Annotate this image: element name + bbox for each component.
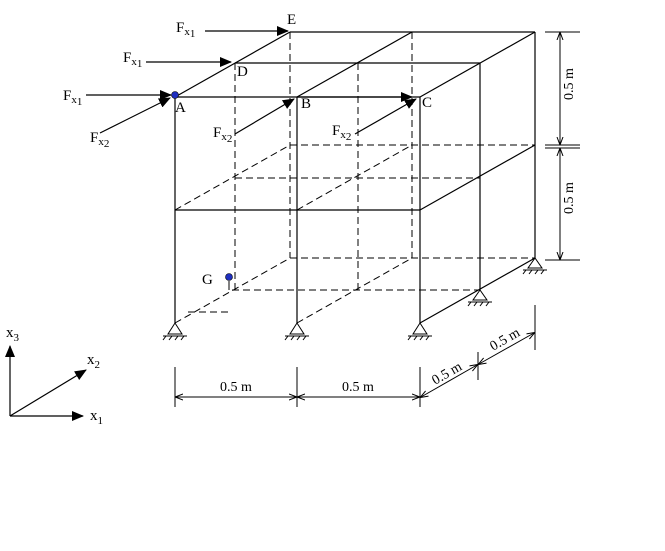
height-dimension bbox=[545, 31, 580, 261]
supports bbox=[162, 257, 547, 341]
coordinate-axes bbox=[4, 345, 87, 421]
depth-dimension bbox=[421, 305, 535, 397]
depth-dimension-label-front: 0.5 m bbox=[430, 359, 465, 388]
hidden-members bbox=[174, 32, 535, 324]
force-fx1-label-d: Fx1 bbox=[123, 50, 142, 70]
axis-x1-label: x1 bbox=[90, 408, 103, 427]
node-a-marker bbox=[171, 91, 179, 99]
node-label-g: G bbox=[202, 272, 213, 288]
width-dimension-label-left: 0.5 m bbox=[220, 380, 252, 395]
visible-members bbox=[174, 31, 536, 324]
height-dimension-label-top: 0.5 m bbox=[562, 68, 577, 100]
node-label-d: D bbox=[237, 64, 248, 80]
width-dimension bbox=[174, 367, 421, 407]
force-fx2-arrow-a bbox=[99, 97, 171, 134]
node-label-b: B bbox=[301, 96, 311, 112]
support-middle-right bbox=[467, 289, 492, 307]
force-arrows bbox=[86, 26, 417, 135]
width-dimension-label-right: 0.5 m bbox=[342, 380, 374, 395]
support-front-middle bbox=[284, 322, 309, 341]
force-fx2-label-b: Fx2 bbox=[213, 125, 232, 145]
force-fx2-arrow-c bbox=[354, 98, 417, 135]
node-label-e: E bbox=[287, 12, 296, 28]
force-fx2-label-a: Fx2 bbox=[90, 130, 109, 150]
force-fx2-arrow-b bbox=[234, 98, 295, 135]
height-dimension-label-bottom: 0.5 m bbox=[562, 182, 577, 214]
support-front-right bbox=[407, 322, 432, 341]
axis-x2-label: x2 bbox=[87, 352, 100, 371]
node-label-a: A bbox=[175, 100, 186, 116]
depth-dimension-label-back: 0.5 m bbox=[488, 325, 523, 354]
axis-x3-label: x3 bbox=[6, 325, 20, 344]
force-fx1-label-a: Fx1 bbox=[63, 88, 82, 108]
support-back-right bbox=[522, 257, 547, 275]
force-fx2-label-c: Fx2 bbox=[332, 123, 351, 143]
node-g-marker bbox=[225, 273, 233, 281]
support-front-left bbox=[162, 322, 187, 341]
axis-x2-arrow bbox=[9, 369, 87, 417]
force-fx1-label-e: Fx1 bbox=[176, 20, 195, 40]
node-label-c: C bbox=[422, 95, 432, 111]
